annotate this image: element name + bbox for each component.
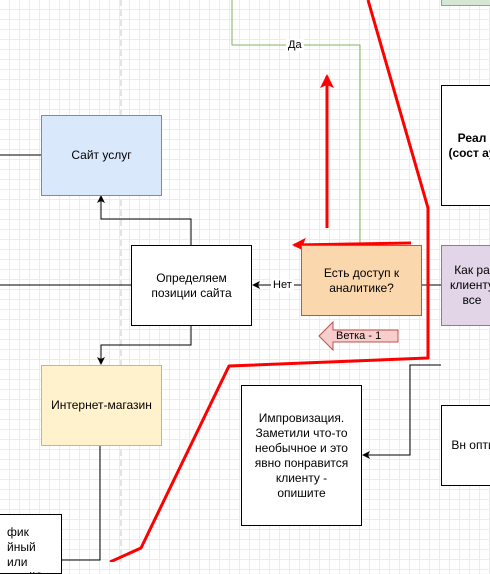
node-site-services[interactable]: Сайт услуг [41,115,162,196]
connector-positions-to-store[interactable] [97,325,192,365]
annotation-red-arrow-left [292,237,412,252]
node-improvisation[interactable]: Импровизация. Заметили что-то необычное … [241,385,362,526]
edge-label-yes: Да [286,39,304,52]
node-right-top-label: Реал (сост ау [448,130,490,160]
node-right-mid[interactable]: Как ра клиенту все [441,245,490,326]
node-site-services-label: Сайт услуг [71,148,132,162]
diagram-canvas [0,0,441,562]
connector-bottom-left[interactable] [61,444,101,561]
node-determine-positions[interactable]: Определяем позиции сайта [131,245,252,326]
node-green-partial[interactable] [441,0,490,6]
connector-positions-to-site[interactable] [97,195,192,245]
node-determine-positions-label: Определяем позиции сайта [151,270,232,300]
branch-callout-label: Ветка - 1 [336,330,382,342]
node-right-mid-label: Как ра клиенту все [449,263,490,307]
node-bottom-left[interactable]: фик йный или рный? [0,514,62,574]
edge-label-no: Нет [271,279,294,292]
node-right-low-label: Вн опти [451,438,490,452]
node-bottom-left-label: фик йный или рный? [7,525,42,573]
node-right-low[interactable]: Вн опти [441,405,490,486]
node-access-analytics-label: Есть доступ к аналитике? [323,265,400,295]
node-online-store[interactable]: Интернет-магазин [41,365,162,446]
connector-right-to-improvisation[interactable] [362,364,441,459]
annotation-red-stroke [109,0,430,562]
branch-callout-shape[interactable] [318,320,399,352]
node-improvisation-label: Импровизация. Заметили что-то необычное … [254,410,349,500]
node-right-top[interactable]: Реал (сост ау [441,85,490,206]
connector-yes[interactable] [231,0,361,245]
node-online-store-label: Интернет-магазин [51,398,152,412]
node-access-analytics[interactable]: Есть доступ к аналитике? [301,245,422,316]
